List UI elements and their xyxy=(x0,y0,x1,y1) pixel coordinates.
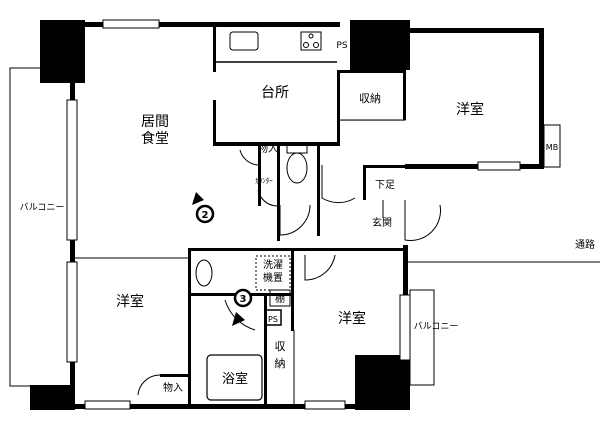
pillar xyxy=(40,20,85,83)
toilet xyxy=(286,152,308,184)
svg-text:納: 納 xyxy=(275,357,286,370)
marker-3: 3 xyxy=(232,288,253,326)
svg-text:洋室: 洋室 xyxy=(116,293,144,310)
marker-2: 2 xyxy=(192,192,215,224)
pillar xyxy=(30,385,75,410)
svg-text:収: 収 xyxy=(275,340,286,353)
room-labels: 居間 食堂 台所 収納 洋室 物入 ｶｳﾝﾀｰ 下足 玄関 洗濯 機置 棚 PS… xyxy=(20,41,595,394)
sink xyxy=(229,31,259,51)
svg-text:食堂: 食堂 xyxy=(141,130,169,147)
svg-text:下足: 下足 xyxy=(375,179,395,191)
svg-text:2: 2 xyxy=(202,210,209,221)
svg-text:3: 3 xyxy=(240,294,247,305)
svg-text:洗濯: 洗濯 xyxy=(263,259,283,271)
pillar xyxy=(355,355,410,410)
svg-text:棚: 棚 xyxy=(275,292,285,305)
svg-text:PS: PS xyxy=(336,41,347,51)
svg-text:玄関: 玄関 xyxy=(372,216,392,229)
svg-text:物入: 物入 xyxy=(258,142,278,155)
svg-text:居間: 居間 xyxy=(141,114,169,130)
wash-basin xyxy=(195,259,213,287)
svg-text:バルコニー: バルコニー xyxy=(414,321,459,332)
svg-text:物入: 物入 xyxy=(163,381,183,394)
svg-text:MB: MB xyxy=(546,143,558,152)
bathtub xyxy=(206,354,263,401)
svg-text:台所: 台所 xyxy=(261,85,289,101)
pillar xyxy=(350,20,410,70)
svg-text:洋室: 洋室 xyxy=(338,310,366,327)
windows xyxy=(66,19,521,410)
mb-box xyxy=(543,124,561,168)
svg-text:機置: 機置 xyxy=(263,271,283,284)
svg-text:ｶｳﾝﾀｰ: ｶｳﾝﾀｰ xyxy=(255,177,273,185)
stove xyxy=(300,31,322,51)
walls xyxy=(70,22,544,409)
svg-text:洋室: 洋室 xyxy=(456,101,484,118)
svg-text:浴室: 浴室 xyxy=(222,371,248,387)
doors xyxy=(137,149,441,396)
svg-text:バルコニー: バルコニー xyxy=(20,202,65,213)
svg-text:PS: PS xyxy=(268,315,278,324)
svg-text:通路: 通路 xyxy=(575,238,595,251)
balcony-left xyxy=(9,67,73,387)
svg-text:収納: 収納 xyxy=(359,92,381,105)
balcony-right xyxy=(409,289,435,386)
